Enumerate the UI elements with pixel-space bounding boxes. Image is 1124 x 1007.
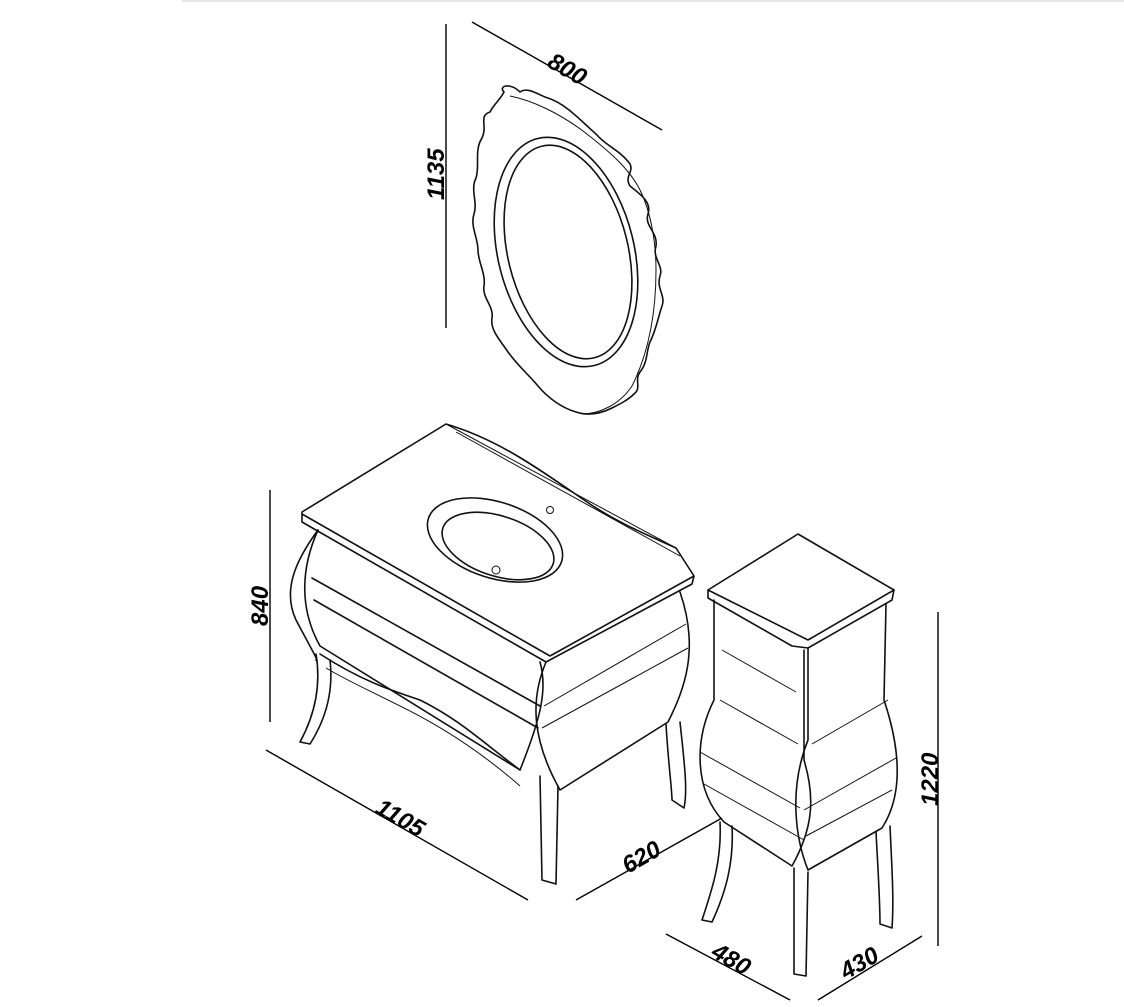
cabinet-side	[795, 603, 899, 871]
cabinet-leg-front-right	[793, 867, 809, 977]
vanity-drawer-line-1	[311, 577, 541, 707]
cabinet-width-line	[665, 933, 791, 1001]
side-cabinet	[699, 533, 899, 977]
vanity-front-body	[303, 529, 544, 771]
cabinet-depth-line	[817, 935, 923, 1001]
mirror-dimensions: 800 1135	[423, 21, 663, 328]
vanity-sink-outer	[426, 497, 564, 583]
vanity-leg-back-right	[665, 721, 687, 809]
mirror-glass-outer	[493, 136, 639, 368]
vanity-tap-hole	[546, 506, 554, 514]
mirror-glass-inner	[503, 144, 633, 360]
vanity-depth-line	[575, 817, 723, 901]
vanity-countertop	[301, 423, 695, 657]
top-border	[182, 0, 1124, 2]
cabinet-leg-front-left	[701, 821, 734, 923]
vanity-side-body	[535, 591, 691, 791]
vanity-drain	[491, 565, 501, 575]
cabinet-front	[699, 599, 812, 867]
vanity-width-line	[265, 749, 529, 901]
cabinet-top	[707, 533, 895, 641]
cabinet-leg-back-right	[875, 825, 894, 929]
mirror-frame-edge	[509, 95, 657, 415]
vanity-width-label: 1105	[371, 794, 430, 844]
vanity-apron	[319, 653, 521, 771]
cabinet-depth-label: 430	[835, 941, 885, 985]
mirror-frame	[472, 85, 664, 415]
vanity-leg-front-right	[539, 775, 559, 885]
vanity-drawer-line-2	[313, 599, 539, 729]
mirror-height-label: 1135	[423, 148, 450, 200]
vanity	[289, 423, 695, 885]
vanity-dimensions: 840 1105 620	[247, 490, 723, 901]
cabinet-width-label: 480	[706, 937, 756, 981]
cabinet-dimensions: 1220 480 430	[665, 612, 944, 1001]
mirror	[472, 85, 664, 415]
vanity-countertop-edge	[301, 513, 695, 663]
mirror-width-label: 800	[543, 48, 592, 92]
vanity-leg-front-left	[299, 653, 332, 745]
cabinet-top-edge	[707, 589, 895, 649]
vanity-sink-inner	[441, 511, 555, 581]
mirror-width-line	[471, 21, 663, 131]
vanity-height-label: 840	[247, 585, 274, 626]
cabinet-height-label: 1220	[917, 752, 944, 806]
